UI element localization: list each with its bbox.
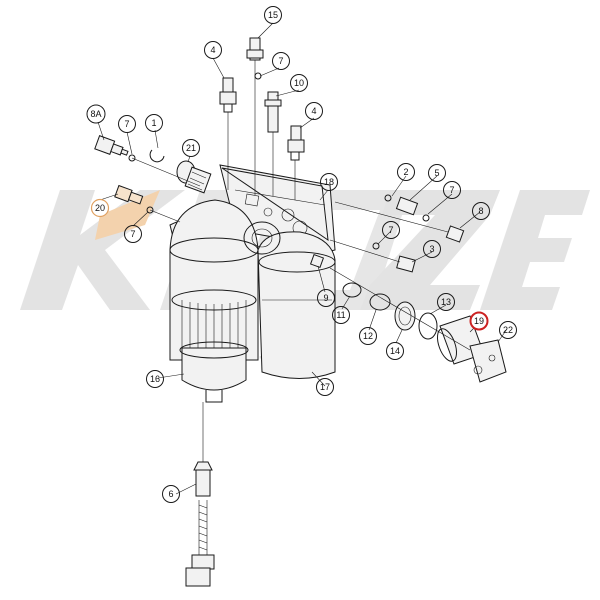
callout-3[interactable]: 3 bbox=[423, 240, 441, 258]
callout-13[interactable]: 13 bbox=[437, 293, 455, 311]
callout-20-label: 20 bbox=[95, 203, 105, 213]
callout-12-label: 12 bbox=[363, 331, 373, 341]
callout-17-label: 17 bbox=[320, 382, 330, 392]
callout-4-top-left[interactable]: 4 bbox=[204, 41, 222, 59]
callout-2-label: 2 bbox=[403, 167, 408, 177]
callout-10-label: 10 bbox=[294, 78, 304, 88]
callout-4-top-right-label: 4 bbox=[311, 106, 316, 116]
drain-sensor bbox=[185, 402, 215, 587]
callout-7-left[interactable]: 7 bbox=[118, 115, 136, 133]
callout-1[interactable]: 1 bbox=[145, 114, 163, 132]
callout-17[interactable]: 17 bbox=[316, 378, 334, 396]
callout-13-label: 13 bbox=[441, 297, 451, 307]
callout-8-label: 8 bbox=[478, 206, 483, 216]
callout-15[interactable]: 15 bbox=[264, 6, 282, 24]
callout-3-label: 3 bbox=[429, 244, 434, 254]
callout-22-label: 22 bbox=[503, 325, 513, 335]
callouts: 15 4 7 10 4 8A 7 1 21 20 7 18 2 5 7 8 7 … bbox=[86, 6, 517, 503]
callout-10[interactable]: 10 bbox=[290, 74, 308, 92]
callout-14-label: 14 bbox=[390, 346, 400, 356]
callout-14[interactable]: 14 bbox=[386, 342, 404, 360]
callout-22[interactable]: 22 bbox=[499, 321, 517, 339]
callout-15-label: 15 bbox=[268, 10, 278, 20]
callout-7-left-lower-label: 7 bbox=[130, 229, 135, 239]
top-fittings bbox=[219, 37, 305, 200]
callout-7-top[interactable]: 7 bbox=[272, 52, 290, 70]
callout-16[interactable]: 16 bbox=[146, 370, 164, 388]
callout-5-label: 5 bbox=[434, 168, 439, 178]
callout-12[interactable]: 12 bbox=[359, 327, 377, 345]
callout-5[interactable]: 5 bbox=[428, 164, 446, 182]
callout-8[interactable]: 8 bbox=[472, 202, 490, 220]
callout-18[interactable]: 18 bbox=[320, 173, 338, 191]
callout-7-left-lower[interactable]: 7 bbox=[124, 225, 142, 243]
callout-6-label: 6 bbox=[168, 489, 173, 499]
callout-7-right[interactable]: 7 bbox=[443, 181, 461, 199]
right-filter-canister bbox=[243, 221, 336, 379]
callout-7-right-label: 7 bbox=[449, 185, 454, 195]
callout-9[interactable]: 9 bbox=[317, 289, 335, 307]
callout-7-right-lower[interactable]: 7 bbox=[382, 221, 400, 239]
callout-16-label: 16 bbox=[150, 374, 160, 384]
left-sensors bbox=[94, 135, 212, 223]
callout-11-label: 11 bbox=[336, 310, 345, 320]
callout-8a-label: 8A bbox=[90, 109, 101, 119]
callout-1-label: 1 bbox=[151, 118, 156, 128]
right-parts bbox=[309, 194, 507, 383]
callout-21-label: 21 bbox=[186, 143, 196, 153]
callout-20[interactable]: 20 bbox=[90, 198, 110, 218]
callout-7-right-lower-label: 7 bbox=[388, 225, 393, 235]
callout-7-left-label: 7 bbox=[124, 119, 129, 129]
callout-7-top-label: 7 bbox=[278, 56, 283, 66]
callout-2[interactable]: 2 bbox=[397, 163, 415, 181]
callout-11[interactable]: 11 bbox=[332, 306, 350, 324]
callout-8a[interactable]: 8A bbox=[86, 104, 106, 124]
callout-4-top-left-label: 4 bbox=[210, 45, 215, 55]
callout-19-label: 19 bbox=[474, 316, 484, 326]
callout-6[interactable]: 6 bbox=[162, 485, 180, 503]
callout-19-highlighted[interactable]: 19 bbox=[469, 311, 489, 331]
callout-21[interactable]: 21 bbox=[182, 139, 200, 157]
callout-9-label: 9 bbox=[323, 293, 328, 303]
callout-4-top-right[interactable]: 4 bbox=[305, 102, 323, 120]
left-filter-canister bbox=[169, 199, 259, 403]
callout-18-label: 18 bbox=[324, 177, 334, 187]
